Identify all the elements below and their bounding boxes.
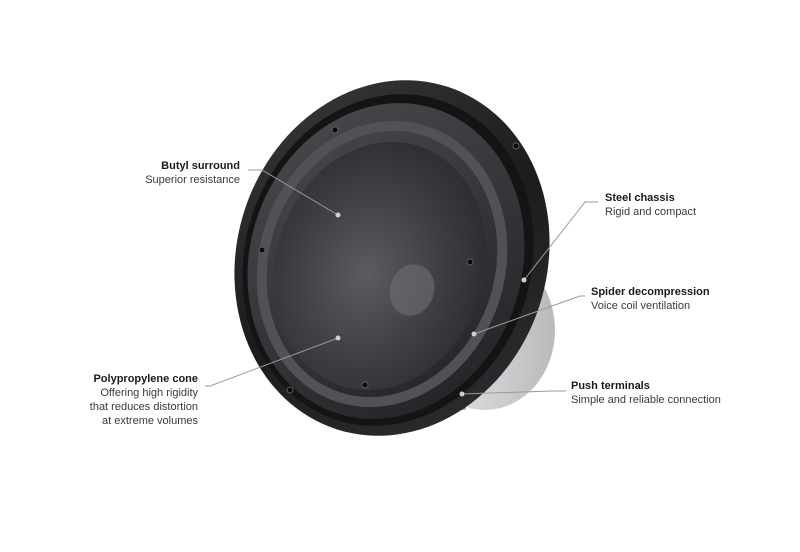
callout-title: Spider decompression [591, 286, 710, 298]
callout-text: Voice coil ventilation [591, 300, 691, 312]
dot-spider [471, 331, 477, 337]
callout-spider-decompression: Spider decompression Voice coil ventilat… [591, 285, 771, 313]
dot-chassis [521, 277, 527, 283]
callout-title: Steel chassis [605, 192, 675, 204]
rim-bolts [258, 126, 520, 394]
callout-text: Offering high rigidity [100, 387, 198, 399]
dot-cone [335, 335, 341, 341]
callout-steel-chassis: Steel chassis Rigid and compact [605, 191, 765, 219]
butyl-surround [256, 120, 508, 408]
polypropylene-cone [273, 141, 487, 391]
callout-text: at extreme volumes [102, 415, 198, 427]
callout-push-terminals: Push terminals Simple and reliable conne… [571, 379, 771, 407]
leader-butyl [248, 169, 339, 216]
leader-cone [205, 337, 339, 387]
dot-push [459, 391, 465, 397]
callout-butyl-surround: Butyl surround Superior resistance [100, 159, 240, 187]
callout-text: Rigid and compact [605, 206, 697, 218]
callout-text: Simple and reliable connection [571, 394, 721, 406]
callout-title: Push terminals [571, 380, 650, 392]
callout-title: Polypropylene cone [93, 373, 198, 385]
dot-butyl [335, 212, 341, 218]
leader-lines [205, 169, 598, 397]
callout-text: that reduces distortion [89, 401, 198, 413]
callout-text: Superior resistance [145, 174, 240, 186]
leader-chassis [523, 201, 598, 281]
leader-push [461, 390, 566, 395]
callout-title: Butyl surround [161, 160, 240, 172]
leader-spider [473, 295, 585, 335]
callout-polypropylene-cone: Polypropylene cone Offering high rigidit… [40, 372, 198, 428]
